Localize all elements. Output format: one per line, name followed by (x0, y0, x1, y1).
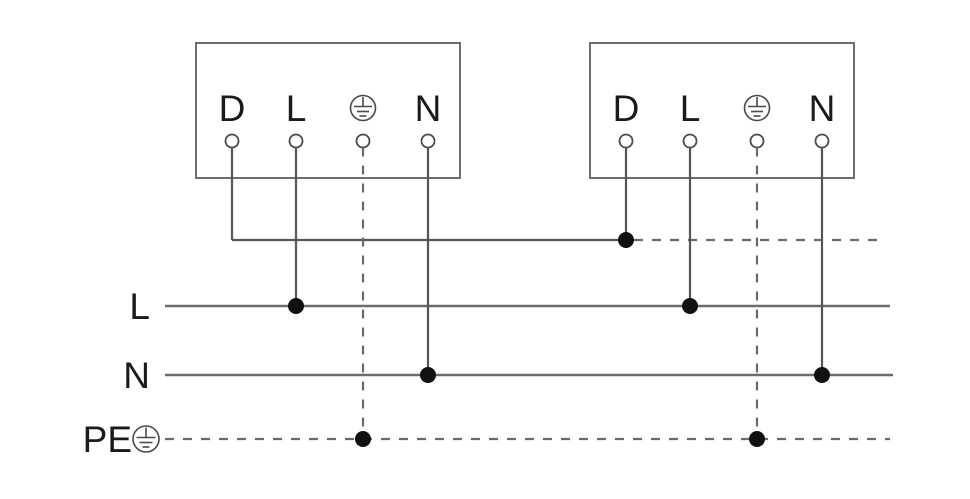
junction-pe-right-device (749, 431, 765, 447)
pe-bus-earth-ground-icon (132, 425, 160, 453)
right-device-terminal-label-d: D (613, 88, 640, 129)
left-device-terminal-l[interactable] (288, 133, 304, 149)
left-device-earth-ground-icon (349, 94, 377, 122)
left-device-terminal-n[interactable] (420, 133, 436, 149)
left-device: D L N (195, 42, 461, 179)
right-device-terminal-l[interactable] (682, 133, 698, 149)
right-device-terminal-label-n: N (809, 88, 836, 129)
right-device-terminal-n[interactable] (814, 133, 830, 149)
junction-pe-left-device (355, 431, 371, 447)
d-bus-wiring (230, 147, 885, 248)
left-device-enclosure (195, 42, 461, 179)
left-device-terminal-label-d: D (219, 88, 246, 129)
bus-label-pe: PE (83, 419, 132, 460)
junction-n-left-device (420, 367, 436, 383)
left-device-terminal-d[interactable] (224, 133, 240, 149)
right-device-terminal-d[interactable] (618, 133, 634, 149)
right-device-earth-ground-icon (743, 94, 771, 122)
right-device-enclosure (589, 42, 855, 179)
bus-label-l: L (129, 286, 150, 327)
junction-n-right-device (814, 367, 830, 383)
pe-bus-wiring: PE (83, 147, 890, 460)
left-device-terminal-pe[interactable] (355, 133, 371, 149)
junction-l-right-device (682, 298, 698, 314)
right-device-terminal-pe[interactable] (749, 133, 765, 149)
bus-label-n: N (123, 355, 150, 396)
n-bus-wiring: N (123, 147, 893, 396)
l-bus-wiring: L (129, 147, 890, 327)
junction-d-right-device (618, 232, 634, 248)
junction-l-left-device (288, 298, 304, 314)
right-device-terminal-label-l: L (680, 88, 701, 129)
left-device-terminal-label-n: N (415, 88, 442, 129)
left-device-terminal-label-l: L (286, 88, 307, 129)
right-device: D L N (589, 42, 855, 179)
